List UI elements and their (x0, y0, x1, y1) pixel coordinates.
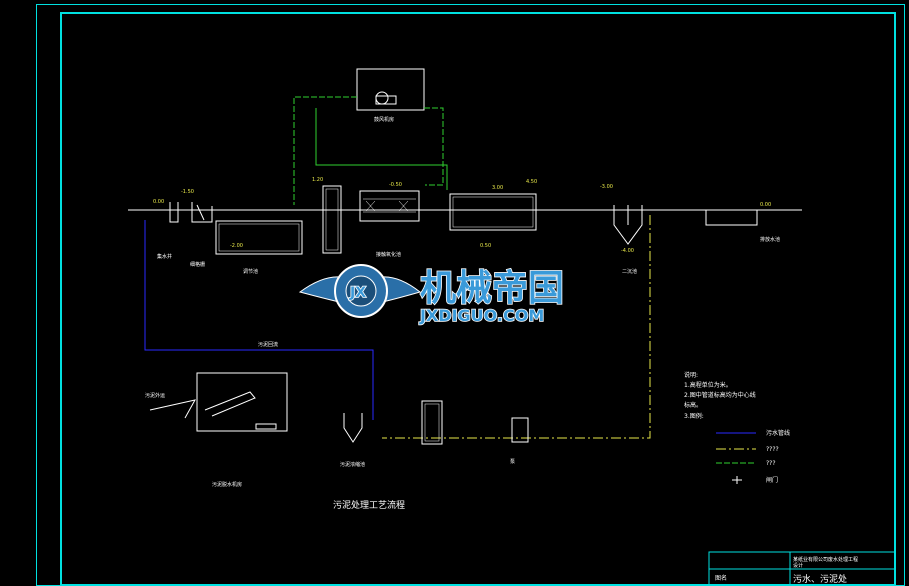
elev-biotank: 0.50 (480, 243, 491, 249)
screen-bar (196, 204, 205, 221)
label-reg-tank: 调节池 (243, 268, 258, 275)
inner-frame (60, 12, 896, 586)
elev-4: 1.20 (312, 177, 323, 183)
label-fine-screen: 细格栅 (190, 261, 205, 268)
watermark: JX 机械帝国 JXDIGUO.COM (298, 264, 565, 326)
blower-room (356, 68, 425, 111)
elev-5: -0.50 (389, 182, 402, 188)
note-line-3: 标高。 (684, 401, 702, 409)
elev-3: -2.00 (230, 243, 243, 249)
label-clarifier: 二沉池 (622, 268, 637, 275)
elev-2: -1.50 (181, 189, 194, 195)
label-pump: 泵 (510, 459, 515, 465)
label-thickener: 污泥浓缩池 (340, 461, 365, 468)
lift-column-inner (325, 188, 339, 251)
legend-label-0: 污水管线 (766, 429, 790, 437)
contact-oxidation-tank (359, 190, 420, 222)
elev-6: 3.00 (492, 185, 503, 191)
tb-company: 某纸业有限公司废水处理工程 (793, 556, 858, 563)
conveyor (149, 399, 196, 419)
label-aeration: 接触氧化池 (376, 251, 401, 258)
sludge-return-pipe (382, 215, 651, 439)
media-x-2 (365, 200, 376, 212)
label-conveyor: 污泥外运 (145, 392, 165, 399)
belt-press (204, 391, 256, 417)
air-pipe-left (293, 96, 357, 205)
sewage-pipe (144, 220, 374, 420)
note-line-4: 3.图例: (684, 412, 704, 420)
watermark-badge: JX (349, 285, 366, 301)
media-x-4 (398, 200, 409, 212)
notes-heading: 说明: (684, 371, 698, 379)
note-line-2: 2.图中管道标高均为中心线 (684, 391, 756, 399)
biochemical-tank (449, 193, 537, 231)
regulating-tank (215, 220, 303, 255)
tb-drawing-name: 污水、污泥处 (793, 573, 847, 585)
watermark-text: 机械帝国 (420, 268, 564, 309)
label-outfall: 排放水池 (760, 236, 780, 243)
blower-icon (375, 91, 389, 105)
sludge-tank (421, 400, 443, 445)
legend-label-1: ???? (766, 446, 779, 453)
elev-8: -3.00 (600, 184, 613, 190)
elev-7: 4.50 (526, 179, 537, 185)
watermark-url: JXDIGUO.COM (419, 306, 544, 325)
biochemical-tank-inner (452, 196, 534, 228)
label-dewater-room: 污泥脱水机房 (212, 481, 242, 488)
sludge-tank-inner (424, 403, 440, 442)
tb-sub: 设计 (793, 562, 803, 569)
sludge-bin (255, 423, 277, 430)
watermark-gear-hub (345, 275, 377, 307)
air-pipe-main (315, 108, 448, 190)
legend-label-3: 闸门 (766, 476, 778, 484)
pump-house (511, 417, 529, 443)
label-blower-room: 鼓风机房 (374, 116, 394, 123)
note-line-1: 1.高程单位为米。 (684, 381, 732, 389)
elev-10: 0.00 (760, 202, 771, 208)
label-return: 污泥回流 (258, 341, 278, 348)
dewatering-room (196, 372, 288, 432)
blower-base (375, 95, 397, 105)
regulating-tank-inner (218, 223, 300, 252)
air-pipe-right (424, 107, 444, 186)
tb-name-label: 图名 (715, 574, 727, 582)
outfall-tank (705, 210, 758, 226)
secondary-clarifier (613, 205, 643, 245)
sludge-thickener (343, 413, 363, 443)
label-grit-well: 集水井 (157, 253, 172, 260)
elev-9: -4.00 (621, 248, 634, 254)
fine-screen-tank (191, 202, 213, 223)
lift-column (322, 185, 342, 254)
grit-well (169, 202, 179, 223)
elev-1: 0.00 (153, 199, 164, 205)
drawing-title: 污泥处理工艺流程 (333, 499, 405, 511)
legend-label-2: ??? (766, 460, 776, 467)
